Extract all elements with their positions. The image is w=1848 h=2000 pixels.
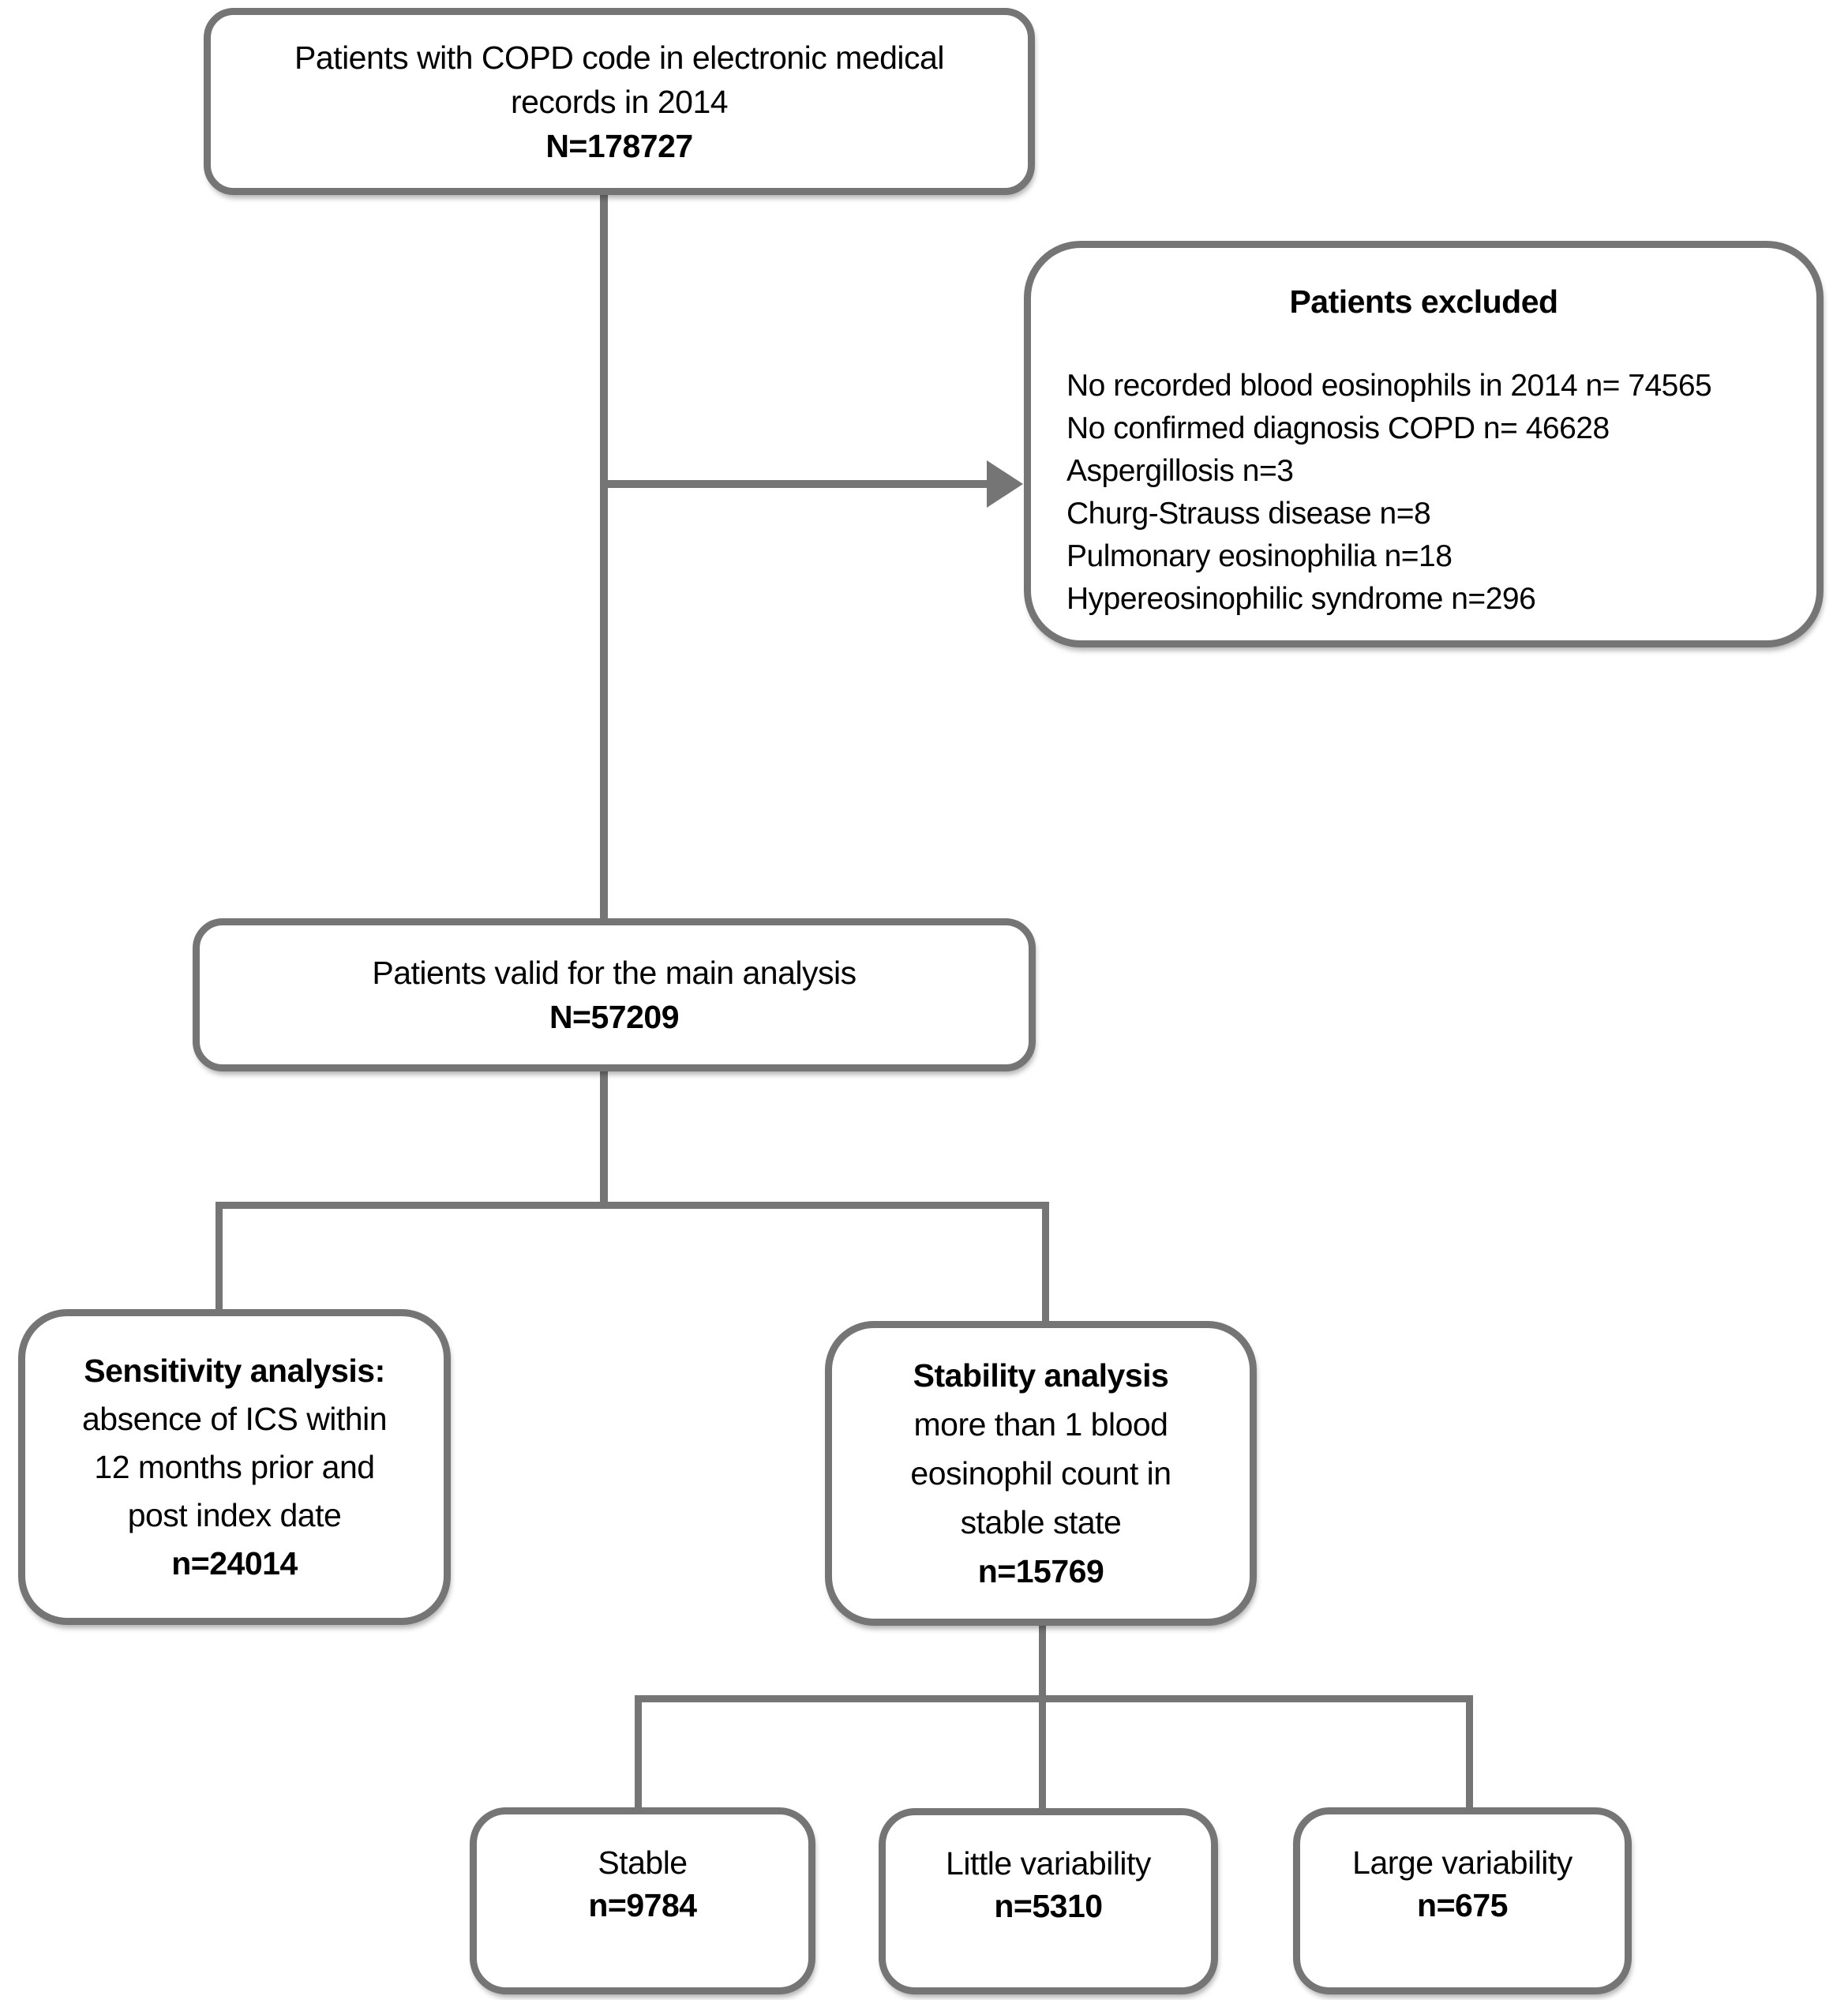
excluded-title: Patients excluded xyxy=(1289,283,1558,320)
node-title: Sensitivity analysis: xyxy=(84,1352,385,1389)
node-stability-analysis: Stability analysis more than 1 blood eos… xyxy=(825,1321,1257,1626)
excluded-item: Hypereosinophilic syndrome n=296 xyxy=(1066,582,1536,616)
node-count: N=57209 xyxy=(549,999,680,1035)
node-text-line: eosinophil count in xyxy=(910,1455,1171,1492)
node-title: Stability analysis xyxy=(913,1357,1169,1394)
node-text-line: records in 2014 xyxy=(510,83,729,120)
excluded-item: No confirmed diagnosis COPD n= 46628 xyxy=(1066,411,1610,445)
connector-to-stable xyxy=(635,1695,642,1810)
arrow-right-icon xyxy=(987,460,1023,508)
node-count: n=15769 xyxy=(977,1553,1104,1589)
excluded-list: No recorded blood eosinophils in 2014 n=… xyxy=(1031,365,1816,621)
excluded-item: Churg-Strauss disease n=8 xyxy=(1066,497,1431,531)
connector-stability-to-branch xyxy=(1039,1624,1046,1699)
node-count: n=5310 xyxy=(994,1888,1103,1924)
connector-to-stability xyxy=(1042,1202,1049,1324)
node-text-line: Little variability xyxy=(946,1845,1151,1882)
connector-to-little-variability xyxy=(1039,1695,1046,1810)
node-text-line: 12 months prior and xyxy=(94,1448,375,1485)
node-stable: Stable n=9784 xyxy=(470,1807,815,1994)
node-copd-code-2014: Patients with COPD code in electronic me… xyxy=(204,8,1035,195)
node-text-line: Large variability xyxy=(1352,1844,1572,1881)
node-large-variability: Large variability n=675 xyxy=(1293,1807,1632,1994)
spacer xyxy=(1031,324,1816,365)
branch-rail-upper xyxy=(216,1202,1049,1209)
excluded-item: Aspergillosis n=3 xyxy=(1066,454,1294,488)
node-text-line: Patients with COPD code in electronic me… xyxy=(294,39,944,76)
node-text-line: more than 1 blood xyxy=(913,1406,1168,1443)
node-text-line: Stable xyxy=(598,1844,688,1881)
connector-to-large-variability xyxy=(1466,1695,1473,1810)
branch-rail-lower xyxy=(635,1695,1473,1702)
connector-valid-to-branch xyxy=(600,1070,608,1204)
node-sensitivity-analysis: Sensitivity analysis: absence of ICS wit… xyxy=(18,1309,451,1625)
node-count: n=24014 xyxy=(171,1544,298,1582)
node-count: N=178727 xyxy=(545,127,693,164)
node-little-variability: Little variability n=5310 xyxy=(879,1808,1218,1994)
connector-excluded-line xyxy=(600,480,988,488)
excluded-item: No recorded blood eosinophils in 2014 n=… xyxy=(1066,369,1712,403)
node-text-line: absence of ICS within xyxy=(81,1400,388,1437)
node-text-line: post index date xyxy=(127,1496,342,1533)
node-valid-main-analysis: Patients valid for the main analysis N=5… xyxy=(193,918,1036,1071)
connector-top-to-valid xyxy=(600,193,608,920)
node-text-line: Patients valid for the main analysis xyxy=(372,955,857,991)
node-count: n=675 xyxy=(1417,1887,1508,1923)
connector-to-sensitivity xyxy=(216,1202,223,1312)
node-count: n=9784 xyxy=(588,1887,697,1923)
node-patients-excluded: Patients excluded No recorded blood eosi… xyxy=(1024,241,1824,647)
excluded-item: Pulmonary eosinophilia n=18 xyxy=(1066,539,1453,573)
node-text-line: stable state xyxy=(960,1504,1122,1540)
